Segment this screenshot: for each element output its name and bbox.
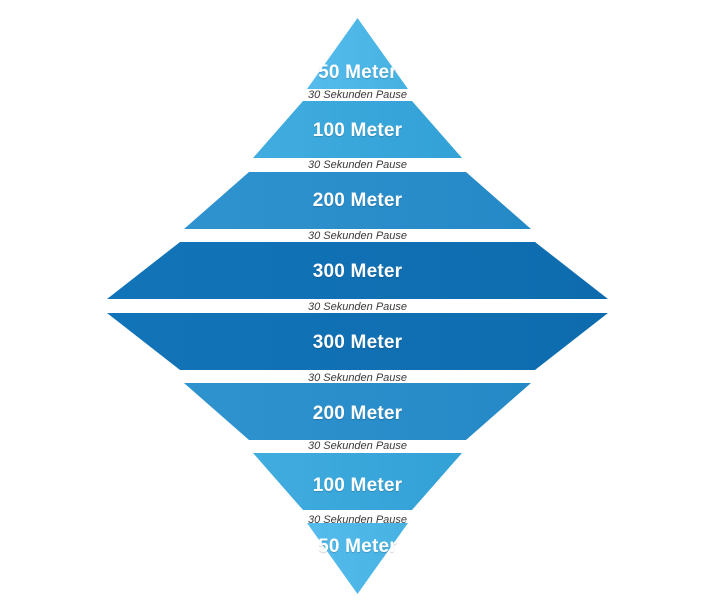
band-shape-5[interactable] [107, 313, 608, 370]
band-shape-8[interactable] [307, 523, 408, 594]
band-shape-4[interactable] [107, 242, 608, 299]
band-shape-1[interactable] [307, 18, 408, 89]
band-shape-2[interactable] [253, 101, 462, 158]
band-shape-7[interactable] [253, 453, 462, 510]
band-shape-6[interactable] [184, 383, 531, 440]
band-shape-3[interactable] [184, 172, 531, 229]
